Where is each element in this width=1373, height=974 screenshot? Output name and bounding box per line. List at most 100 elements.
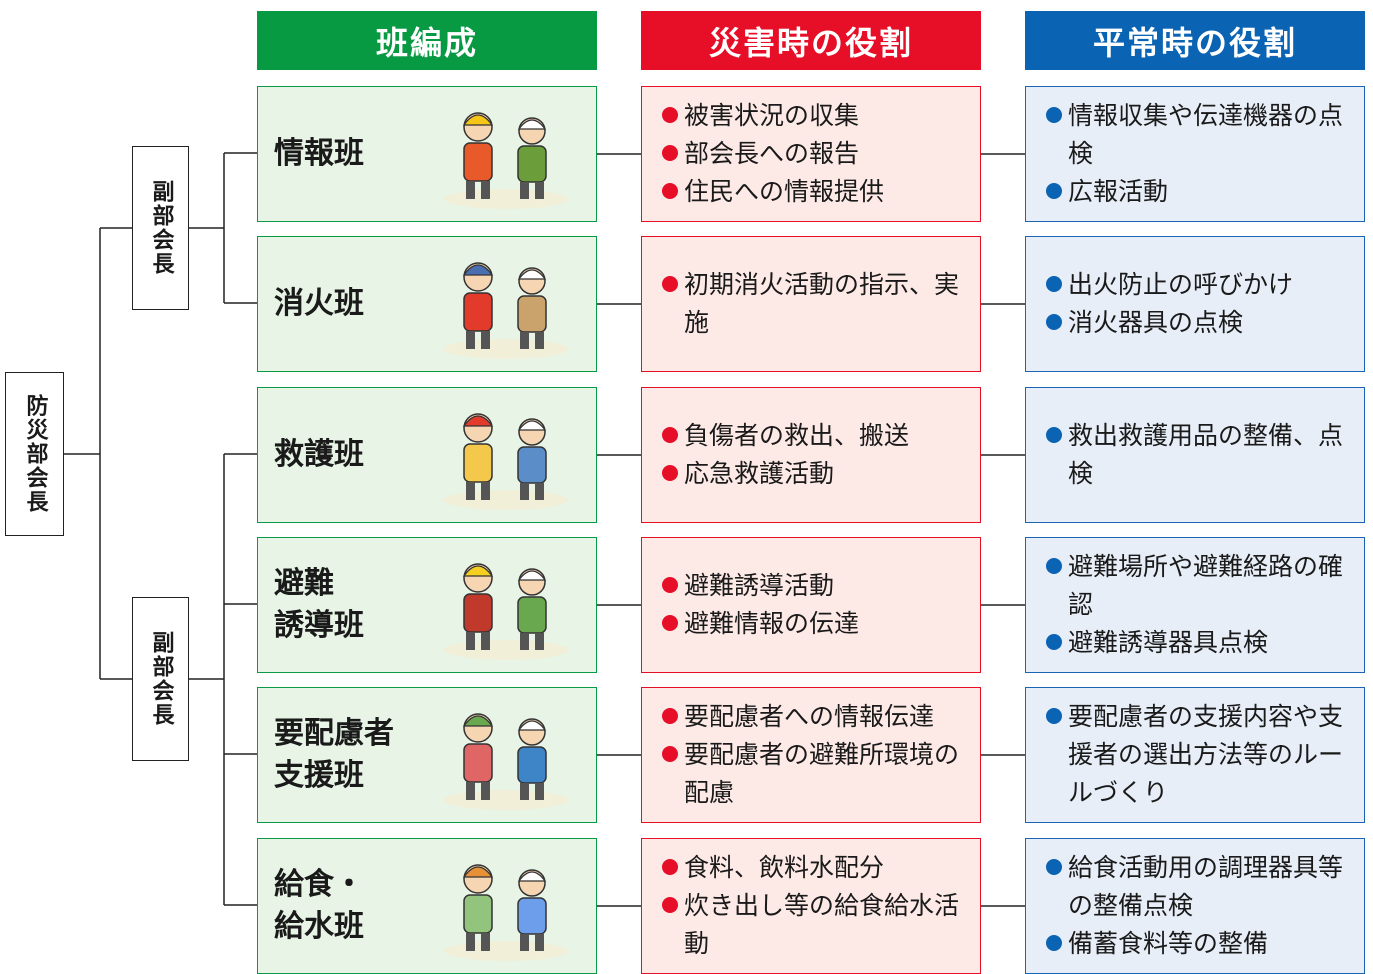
- normal-role-text: 出火防止の呼びかけ: [1068, 270, 1294, 299]
- disaster-role-item: 被害状況の収集: [662, 97, 970, 135]
- normal-role-text: 給食活動用の調理器具等の整備点検: [1068, 853, 1344, 920]
- red-bullet-icon: [662, 427, 678, 443]
- red-bullet-icon: [662, 615, 678, 631]
- team-box: 救護班: [257, 387, 597, 523]
- chief-label: 防災部会長: [22, 394, 48, 514]
- disaster-role-item: 初期消火活動の指示、実施: [662, 266, 970, 342]
- blue-bullet-icon: [1046, 427, 1062, 443]
- blue-bullet-icon: [1046, 708, 1062, 724]
- normal-role-list: 給食活動用の調理器具等の整備点検備蓄食料等の整備: [1046, 839, 1354, 973]
- disaster-role-item: 部会長への報告: [662, 135, 970, 173]
- team-name: 給食・ 給水班: [274, 867, 364, 944]
- red-bullet-icon: [662, 145, 678, 161]
- red-bullet-icon: [662, 276, 678, 292]
- disaster-role-list: 食料、飲料水配分炊き出し等の給食給水活動: [662, 839, 970, 973]
- red-bullet-icon: [662, 107, 678, 123]
- team-box: 要配慮者 支援班: [257, 687, 597, 823]
- normal-role-item: 出火防止の呼びかけ: [1046, 266, 1354, 304]
- red-bullet-icon: [662, 465, 678, 481]
- disaster-role-text: 応急救護活動: [684, 459, 835, 488]
- team-name: 要配慮者 支援班: [274, 716, 394, 793]
- disaster-role-list: 初期消火活動の指示、実施: [662, 237, 970, 371]
- normal-role-text: 避難誘導器具点検: [1068, 628, 1269, 657]
- disaster-role-text: 住民への情報提供: [684, 177, 885, 206]
- normal-role-box: 出火防止の呼びかけ消火器具の点検: [1025, 236, 1365, 372]
- food-water-icon: [444, 864, 568, 961]
- normal-role-item: 消火器具の点検: [1046, 304, 1354, 342]
- normal-role-box: 給食活動用の調理器具等の整備点検備蓄食料等の整備: [1025, 838, 1365, 974]
- blue-bullet-icon: [1046, 314, 1062, 330]
- red-bullet-icon: [662, 859, 678, 875]
- disaster-role-item: 炊き出し等の給食給水活動: [662, 887, 970, 963]
- disaster-role-text: 要配慮者への情報伝達: [684, 702, 935, 731]
- blue-bullet-icon: [1046, 634, 1062, 650]
- disaster-role-item: 食料、飲料水配分: [662, 849, 970, 887]
- normal-role-list: 出火防止の呼びかけ消火器具の点検: [1046, 237, 1354, 371]
- people-info-icon: [444, 112, 568, 209]
- normal-role-box: 情報収集や伝達機器の点検広報活動: [1025, 86, 1365, 222]
- header-normal-roles: 平常時の役割: [1025, 11, 1365, 70]
- blue-bullet-icon: [1046, 107, 1062, 123]
- normal-role-text: 消火器具の点検: [1068, 308, 1244, 337]
- blue-bullet-icon: [1046, 558, 1062, 574]
- disaster-role-item: 要配慮者への情報伝達: [662, 698, 970, 736]
- vice-chief-box-top: 副部会長: [132, 146, 189, 310]
- red-bullet-icon: [662, 708, 678, 724]
- red-bullet-icon: [662, 183, 678, 199]
- disaster-role-item: 要配慮者の避難所環境の配慮: [662, 736, 970, 812]
- normal-role-item: 情報収集や伝達機器の点検: [1046, 97, 1354, 173]
- chief-box: 防災部会長: [5, 372, 64, 536]
- disaster-role-text: 初期消火活動の指示、実施: [684, 270, 960, 337]
- disaster-role-list: 負傷者の救出、搬送応急救護活動: [662, 388, 970, 522]
- team-name: 救護班: [274, 437, 364, 472]
- team-box: 消火班: [257, 236, 597, 372]
- normal-role-list: 救出救護用品の整備、点検: [1046, 388, 1354, 522]
- blue-bullet-icon: [1046, 859, 1062, 875]
- rescue-icon: [444, 413, 568, 510]
- evacuation-icon: [444, 563, 568, 660]
- normal-role-text: 広報活動: [1068, 177, 1169, 206]
- disaster-role-box: 食料、飲料水配分炊き出し等の給食給水活動: [641, 838, 981, 974]
- normal-role-item: 避難場所や避難経路の確認: [1046, 548, 1354, 624]
- team-name: 情報班: [274, 136, 364, 171]
- disaster-role-text: 避難情報の伝達: [684, 609, 860, 638]
- disaster-role-text: 負傷者の救出、搬送: [684, 421, 910, 450]
- normal-role-text: 情報収集や伝達機器の点検: [1068, 101, 1344, 168]
- support-icon: [444, 713, 568, 810]
- normal-role-list: 要配慮者の支援内容や支援者の選出方法等のルールづくり: [1046, 688, 1354, 822]
- team-name: 消火班: [274, 286, 364, 321]
- blue-bullet-icon: [1046, 935, 1062, 951]
- disaster-role-list: 被害状況の収集部会長への報告住民への情報提供: [662, 87, 970, 221]
- disaster-role-list: 要配慮者への情報伝達要配慮者の避難所環境の配慮: [662, 688, 970, 822]
- disaster-role-list: 避難誘導活動避難情報の伝達: [662, 538, 970, 672]
- disaster-role-box: 被害状況の収集部会長への報告住民への情報提供: [641, 86, 981, 222]
- vice-chief-label-bottom: 副部会長: [148, 631, 174, 727]
- vice-chief-label-top: 副部会長: [148, 180, 174, 276]
- team-name: 避難 誘導班: [274, 566, 364, 643]
- team-box: 避難 誘導班: [257, 537, 597, 673]
- disaster-role-box: 初期消火活動の指示、実施: [641, 236, 981, 372]
- normal-role-box: 救出救護用品の整備、点検: [1025, 387, 1365, 523]
- disaster-role-text: 要配慮者の避難所環境の配慮: [684, 740, 960, 807]
- normal-role-text: 救出救護用品の整備、点検: [1068, 421, 1344, 488]
- disaster-role-item: 負傷者の救出、搬送: [662, 417, 970, 455]
- normal-role-box: 避難場所や避難経路の確認避難誘導器具点検: [1025, 537, 1365, 673]
- disaster-role-text: 炊き出し等の給食給水活動: [684, 891, 960, 958]
- normal-role-item: 備蓄食料等の整備: [1046, 925, 1354, 963]
- normal-role-text: 避難場所や避難経路の確認: [1068, 552, 1344, 619]
- disaster-role-item: 避難情報の伝達: [662, 605, 970, 643]
- normal-role-text: 備蓄食料等の整備: [1068, 929, 1269, 958]
- normal-role-item: 広報活動: [1046, 173, 1354, 211]
- normal-role-item: 救出救護用品の整備、点検: [1046, 417, 1354, 493]
- red-bullet-icon: [662, 577, 678, 593]
- normal-role-item: 給食活動用の調理器具等の整備点検: [1046, 849, 1354, 925]
- red-bullet-icon: [662, 746, 678, 762]
- header-teams: 班編成: [257, 11, 597, 70]
- normal-role-list: 避難場所や避難経路の確認避難誘導器具点検: [1046, 538, 1354, 672]
- red-bullet-icon: [662, 897, 678, 913]
- blue-bullet-icon: [1046, 183, 1062, 199]
- team-box: 給食・ 給水班: [257, 838, 597, 974]
- normal-role-item: 避難誘導器具点検: [1046, 624, 1354, 662]
- normal-role-text: 要配慮者の支援内容や支援者の選出方法等のルールづくり: [1068, 702, 1344, 807]
